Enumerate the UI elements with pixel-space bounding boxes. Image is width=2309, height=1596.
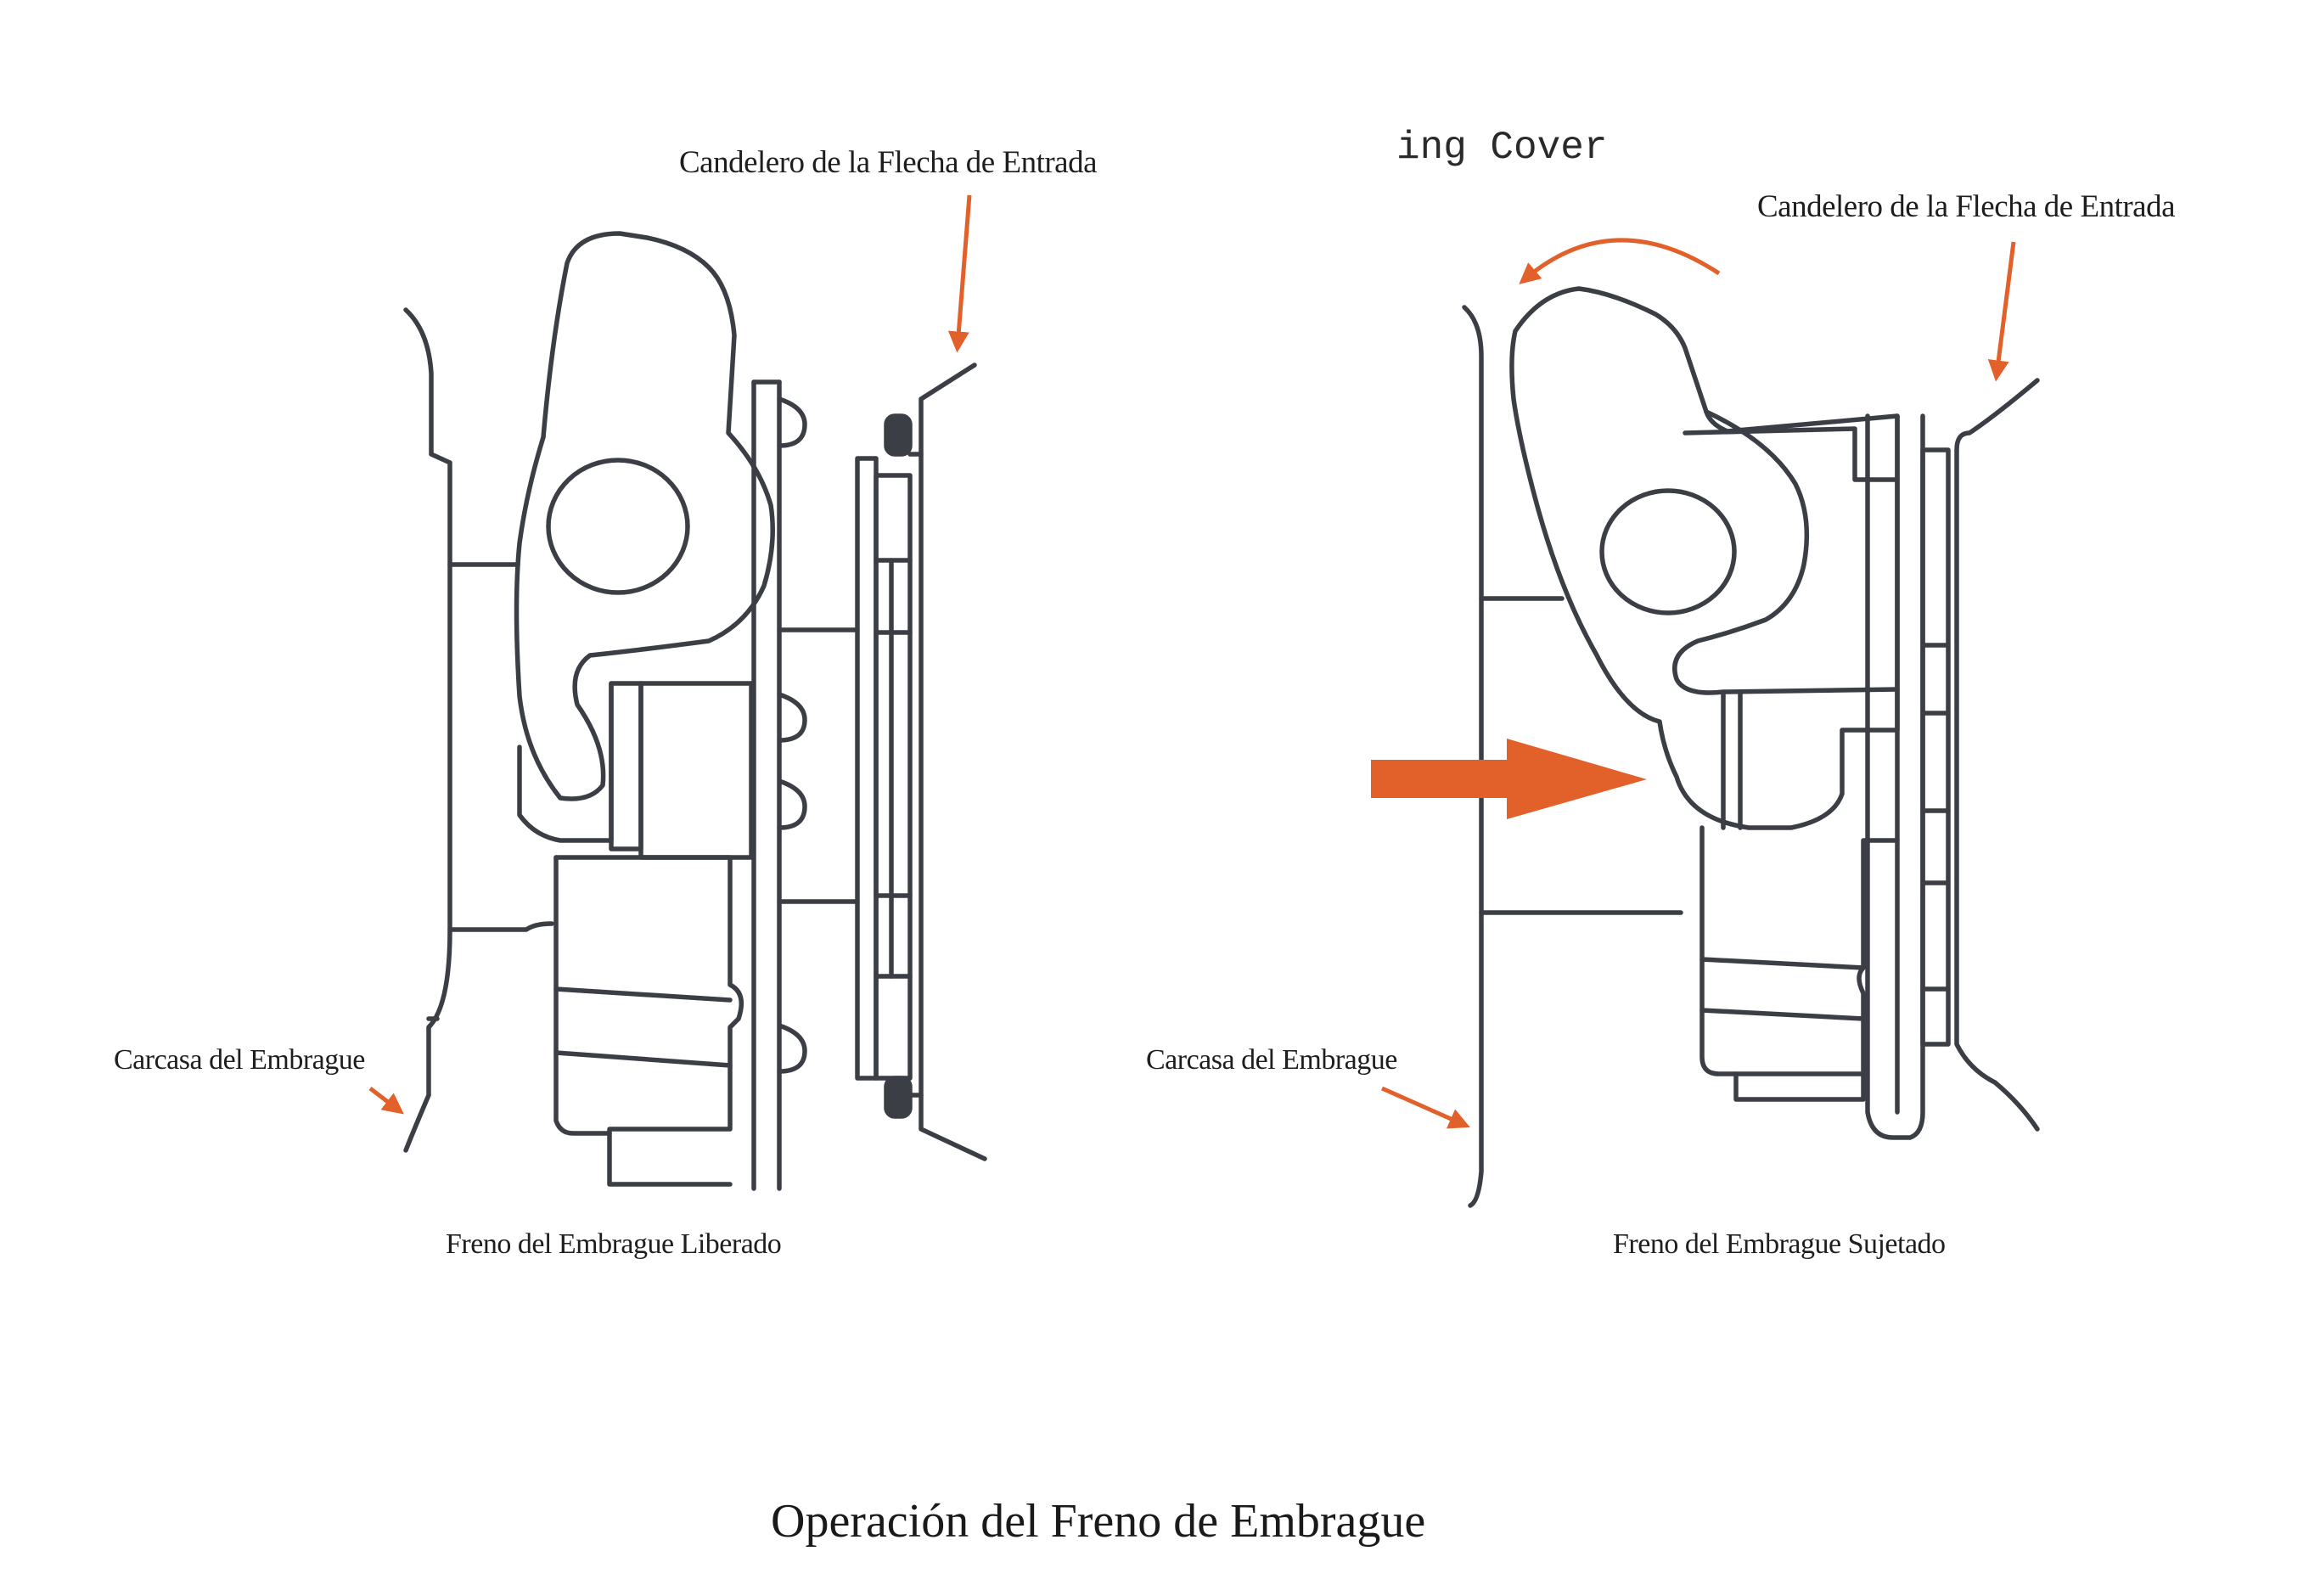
pointer-arrow-housing-left (368, 1087, 404, 1115)
pointer-arrow-shaft-left (947, 194, 972, 353)
rotation-arrow (1519, 238, 1721, 284)
label-input-shaft-bearing-left: Candelero de la Flecha de Entrada (679, 145, 1098, 180)
label-clutch-housing-left: Carcasa del Embrague (114, 1044, 365, 1076)
figure-caption: Operación del Freno de Embrague (771, 1495, 1426, 1548)
label-partial-cover: ing Cover (1396, 126, 1608, 170)
pointer-arrow-housing-right (1380, 1086, 1470, 1129)
push-arrow (1371, 739, 1647, 819)
caption-brake-released: Freno del Embrague Liberado (446, 1228, 782, 1260)
pointer-arrow-shaft-right (1987, 241, 2016, 382)
label-input-shaft-bearing-right: Candelero de la Flecha de Entrada (1757, 189, 2176, 224)
label-clutch-housing-right: Carcasa del Embrague (1146, 1044, 1397, 1076)
caption-brake-engaged: Freno del Embrague Sujetado (1613, 1228, 1946, 1260)
